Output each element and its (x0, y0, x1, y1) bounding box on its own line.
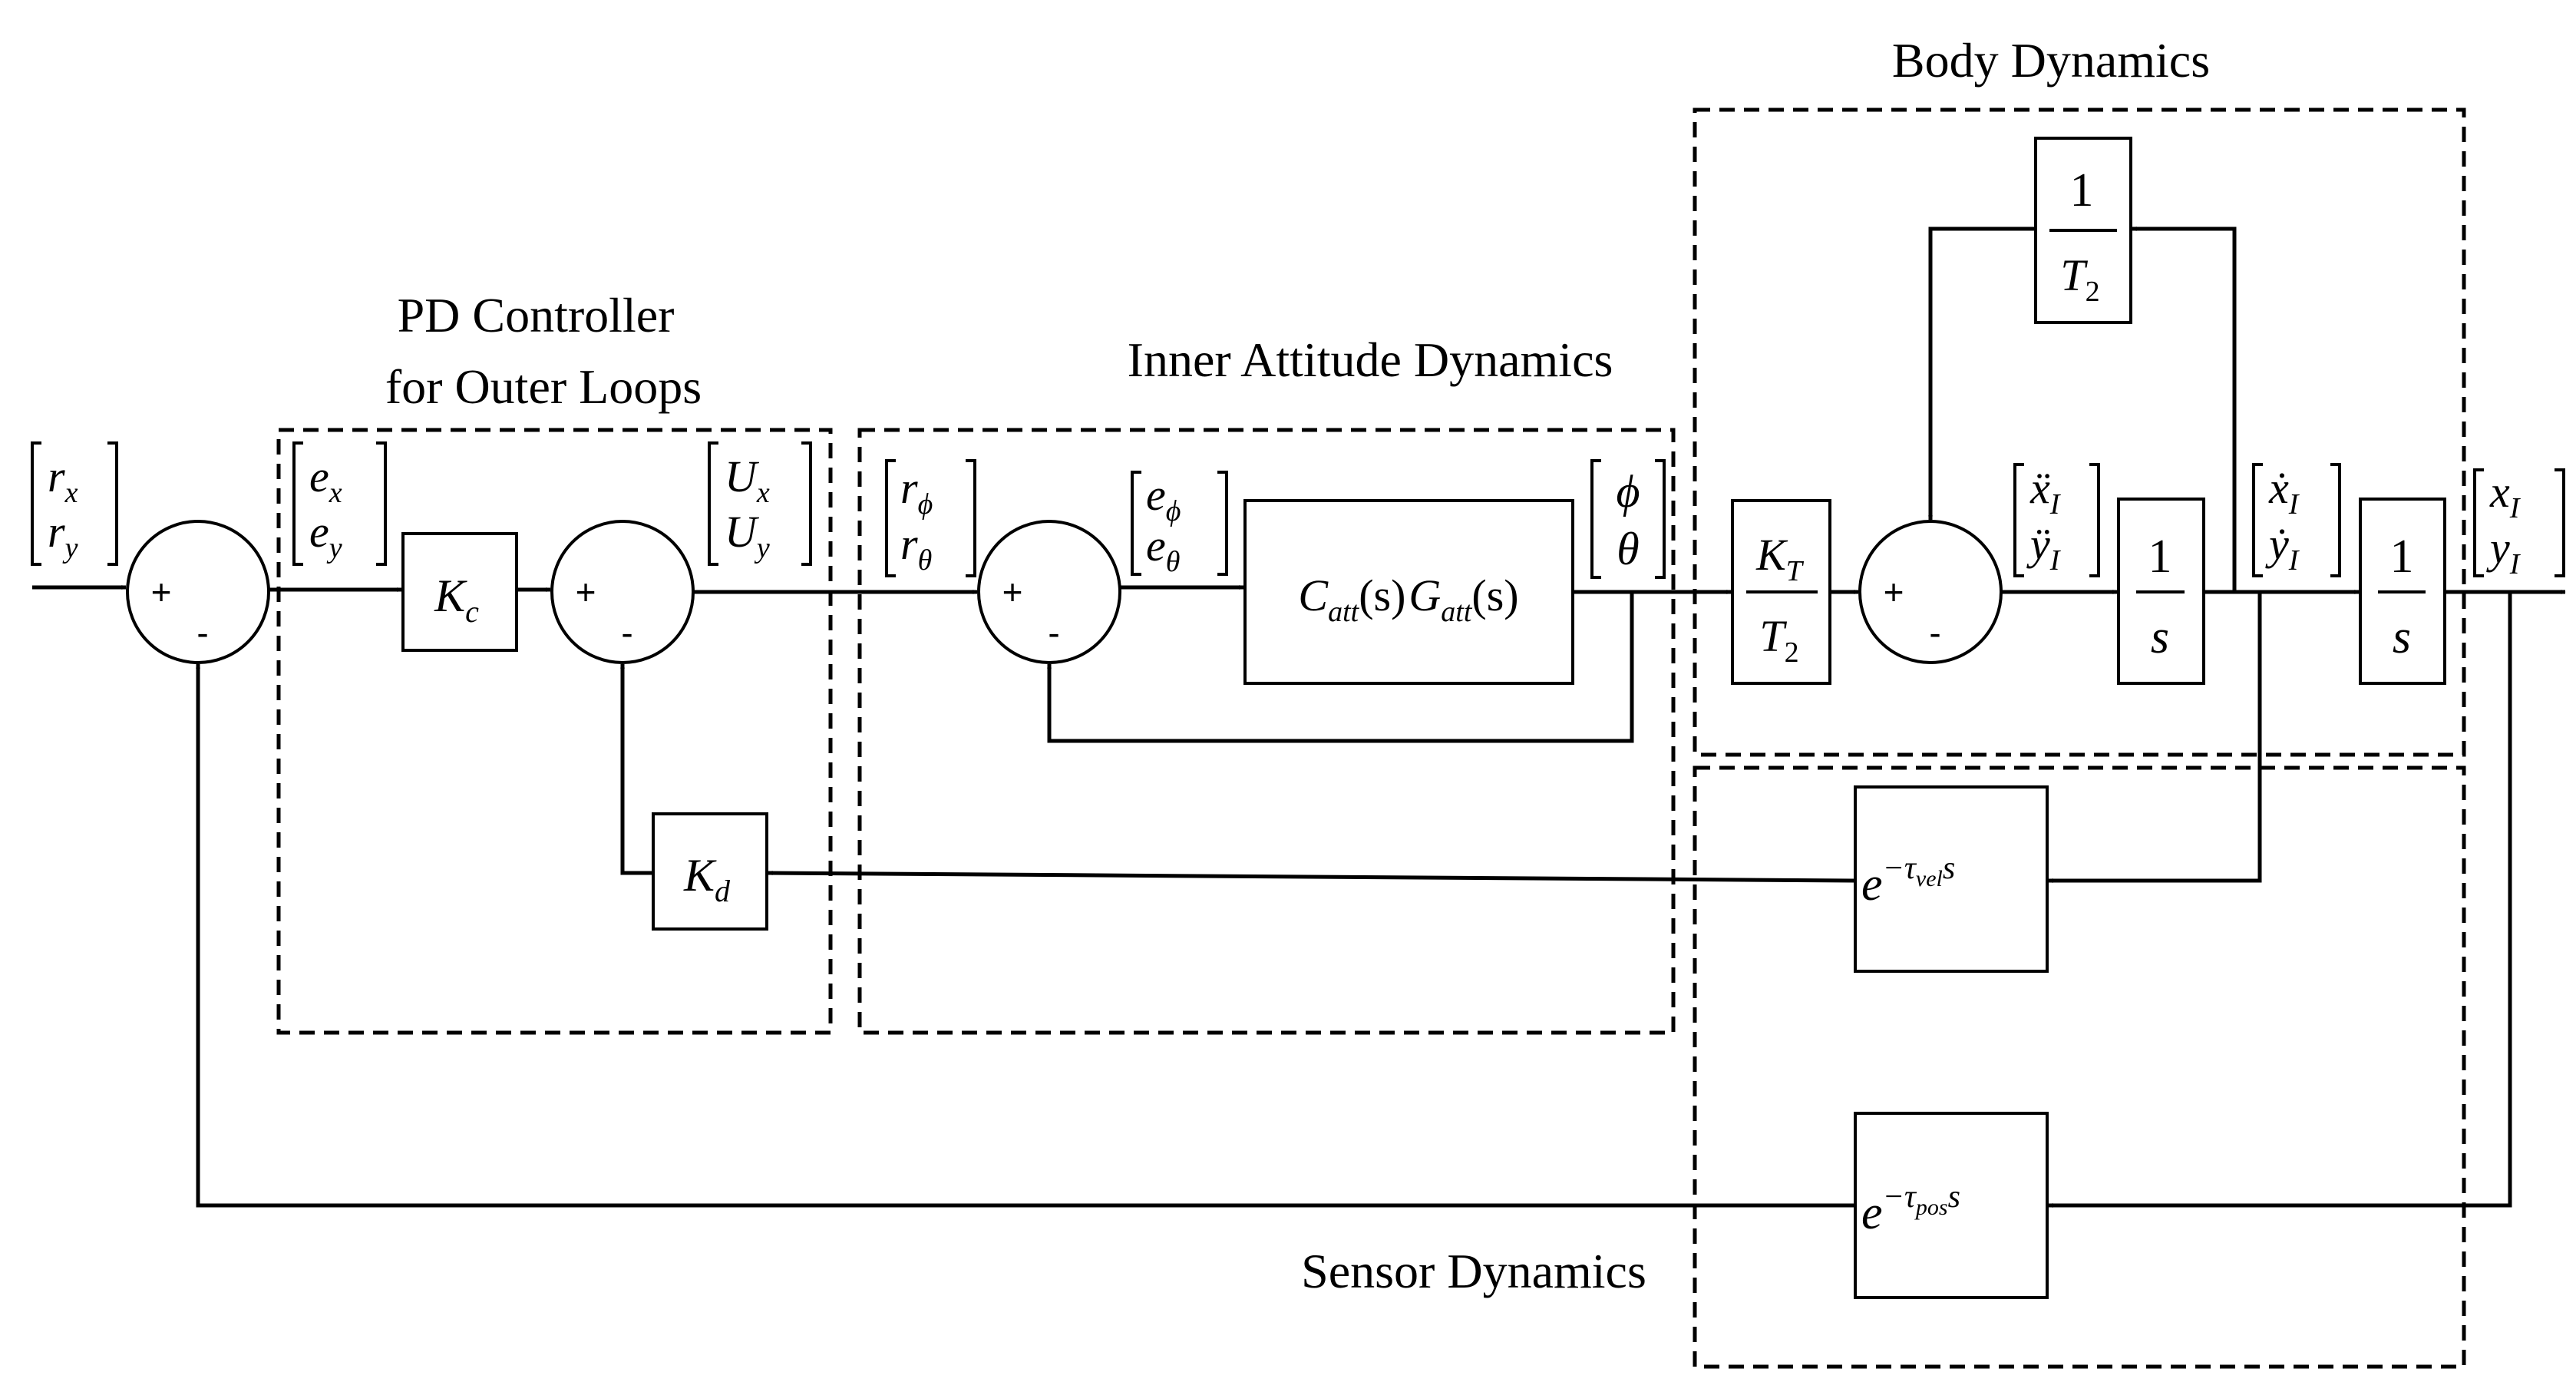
attitude-output-vector: ϕ θ (1590, 459, 1666, 579)
svg-text:+: + (1884, 572, 1904, 612)
svg-text:rϕ: rϕ (900, 463, 933, 521)
svg-text:s: s (2151, 611, 2169, 663)
svg-text:+: + (151, 572, 172, 612)
forward-path (32, 585, 2566, 594)
svg-text:T2: T2 (2060, 250, 2099, 308)
svg-text:eθ: eθ (1146, 521, 1180, 578)
svg-text:+: + (1002, 572, 1023, 612)
inner-attitude-group (857, 428, 1676, 1035)
sensor-dynamics-title: Sensor Dynamics (1301, 1244, 1646, 1298)
svg-text:-: - (1929, 613, 1940, 653)
integrator-2-block: 1 s (2359, 498, 2446, 685)
drag-feedback-loop (1928, 226, 2237, 592)
inner-attitude-title: Inner Attitude Dynamics (1128, 332, 1613, 387)
svg-text:1: 1 (2148, 531, 2172, 583)
svg-text:ex: ex (309, 451, 342, 509)
svg-text:ry: ry (48, 507, 78, 564)
svg-text:Ux: Ux (725, 451, 770, 509)
body-dynamics-group (1693, 107, 2466, 757)
kt-over-t2-block: KT T2 (1731, 499, 1831, 685)
svg-text:Kc: Kc (434, 570, 479, 629)
svg-text:rθ: rθ (900, 519, 932, 577)
velocity-vector: ẋI ẏI (2252, 463, 2341, 577)
svg-text:ẍI: ẍI (2029, 463, 2062, 521)
pd-controller-subtitle: for Outer Loops (385, 359, 702, 414)
svg-text:-: - (621, 613, 632, 653)
svg-text:+: + (576, 572, 596, 612)
reference-position-vector: rx ry (31, 441, 118, 566)
svg-text:-: - (1048, 613, 1059, 653)
position-output-vector: xI yI (2473, 467, 2565, 580)
svg-text:Kd: Kd (683, 850, 731, 908)
svg-text:eϕ: eϕ (1146, 470, 1181, 527)
svg-text:rx: rx (48, 451, 78, 509)
svg-text:yI: yI (2486, 523, 2522, 580)
body-dynamics-title: Body Dynamics (1892, 33, 2210, 88)
svg-text:xI: xI (2489, 467, 2522, 524)
kd-gain-block: Kd (652, 812, 768, 931)
velocity-feedback-loop (620, 592, 2262, 883)
svg-text:e−τvels: e−τvels (1861, 851, 1955, 911)
summing-junction-1: + - (126, 520, 270, 664)
pd-controller-title: PD Controller (398, 288, 675, 342)
control-output-vector: Ux Uy (708, 441, 812, 566)
svg-text:1: 1 (2070, 164, 2094, 217)
attitude-feedback-loop (1047, 592, 1634, 743)
svg-text:KT: KT (1755, 530, 1805, 587)
svg-text:ẋI: ẋI (2268, 463, 2300, 521)
svg-text:e−τposs: e−τposs (1861, 1179, 1960, 1239)
summing-junction-2: + - (550, 520, 695, 664)
position-feedback-loop (196, 592, 2512, 1208)
velocity-delay-block: e−τvels (1854, 785, 2049, 973)
position-error-vector: ex ey (292, 441, 387, 566)
attitude-reference-vector: rϕ rθ (885, 459, 976, 577)
svg-text:ϕ: ϕ (1616, 466, 1640, 517)
pd-controller-group (276, 428, 833, 1035)
attitude-error-vector: eϕ eθ (1131, 470, 1228, 578)
svg-text:θ: θ (1617, 524, 1639, 574)
svg-text:Catt(s)Gatt(s): Catt(s)Gatt(s) (1298, 570, 1518, 628)
position-delay-block: e−τposs (1854, 1112, 2049, 1299)
one-over-t2-feedback-block: 1 T2 (2034, 137, 2132, 324)
svg-text:ẏI: ẏI (2265, 519, 2300, 577)
sensor-dynamics-group (1693, 765, 2466, 1369)
svg-text:ey: ey (309, 507, 342, 564)
svg-text:T2: T2 (1759, 611, 1798, 669)
svg-text:ÿI: ÿI (2026, 519, 2062, 577)
kc-gain-block: Kc (401, 532, 518, 652)
svg-text:-: - (197, 613, 208, 653)
svg-text:1: 1 (2390, 531, 2414, 583)
attitude-controller-block: Catt(s)Gatt(s) (1243, 499, 1574, 685)
summing-junction-3: + - (977, 520, 1121, 664)
integrator-1-block: 1 s (2117, 498, 2205, 685)
svg-text:s: s (2393, 611, 2411, 663)
svg-text:Uy: Uy (725, 507, 770, 564)
summing-junction-4: + - (1858, 520, 2003, 664)
acceleration-vector: ẍI ÿI (2013, 463, 2100, 577)
